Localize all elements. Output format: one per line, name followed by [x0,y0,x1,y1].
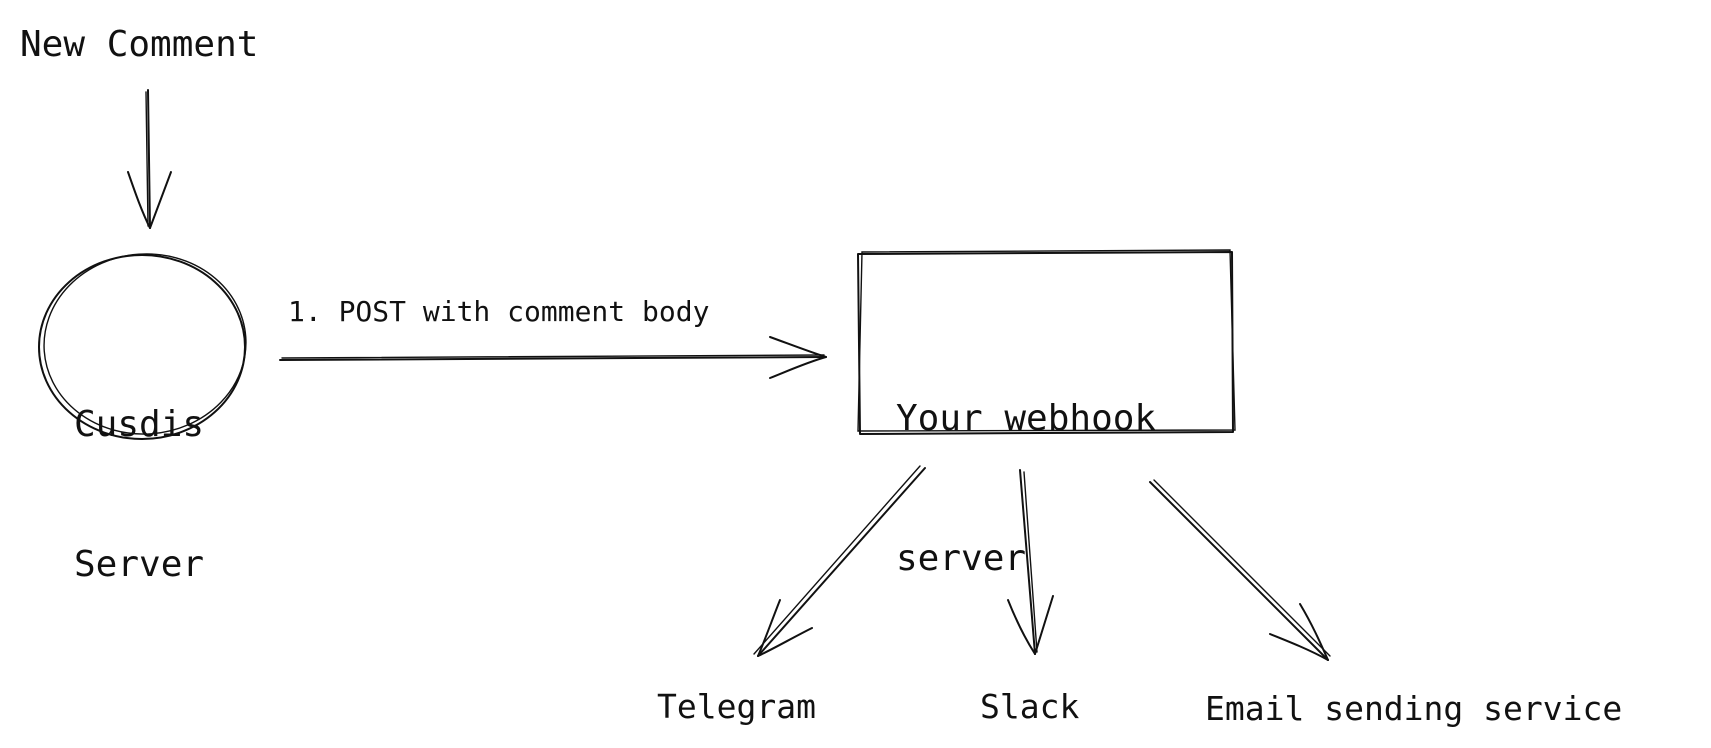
target-slack-label: Slack [980,687,1080,726]
arrow-to-slack [1007,469,1054,655]
target-email-label: Email sending service [1205,689,1623,728]
source-node-line1: Cusdis [74,403,205,445]
webhook-node-line2: server [896,537,1027,579]
arrow-to-telegram [753,465,926,657]
source-node-label: Cusdis Server [74,308,204,682]
webhook-node-box [857,249,1236,435]
webhook-node-line1: Your webhook [896,397,1157,439]
request-arrow [279,336,827,379]
source-node-line2: Server [74,543,205,585]
arrow-to-email [1149,479,1331,661]
source-node-circle [38,253,247,440]
webhook-node-label: Your webhook server [896,302,1156,676]
request-edge-label: 1. POST with comment body [288,295,710,328]
target-telegram-label: Telegram [657,687,816,726]
new-comment-label: New Comment [20,24,259,65]
trigger-arrow [127,89,172,229]
